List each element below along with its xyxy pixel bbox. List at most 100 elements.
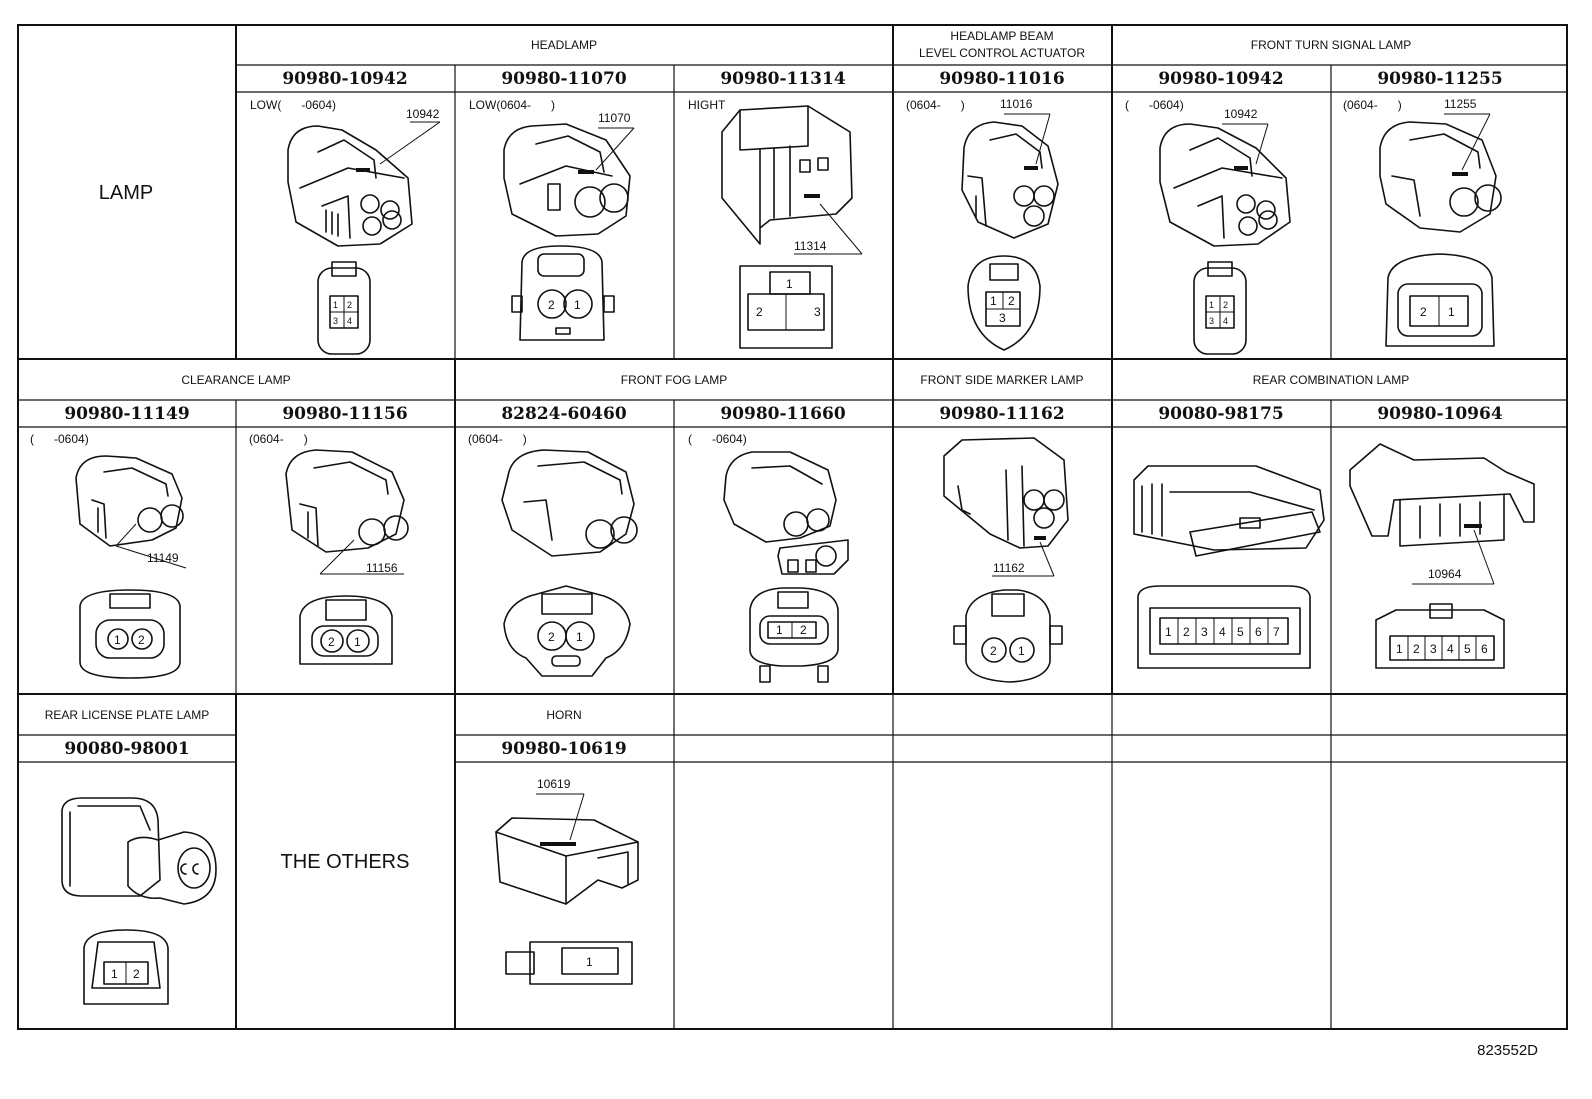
reference-code: 823552D	[1477, 1042, 1538, 1059]
pin-label: 1	[990, 294, 997, 308]
pin-label: 1	[111, 967, 118, 981]
pin-label: 1	[333, 300, 338, 310]
pin-label: 2	[1183, 625, 1190, 639]
variant-note: ( -0604)	[688, 432, 747, 446]
connector-drawing: 1 2	[75, 455, 187, 679]
connector-drawing: 1 2 3	[721, 105, 863, 349]
category-front-turn: FRONT TURN SIGNAL LAMP	[1251, 38, 1411, 52]
pin-label: 2	[1223, 300, 1228, 310]
pin-label: 2	[347, 300, 352, 310]
variant-note: LOW(0604- )	[469, 98, 555, 112]
pin-label: 1	[1396, 642, 1403, 656]
pin-label: 2	[1420, 305, 1427, 319]
part-number: 90980-11255	[1377, 69, 1502, 89]
callout-label: 10942	[1224, 107, 1258, 121]
pin-label: 2	[133, 967, 140, 981]
part-number: 90980-11314	[720, 69, 846, 89]
pin-label: 1	[576, 630, 583, 644]
category-side-marker: FRONT SIDE MARKER LAMP	[920, 373, 1083, 387]
pin-label: 2	[1008, 294, 1015, 308]
pin-label: 2	[990, 644, 997, 658]
pin-label: 7	[1273, 625, 1280, 639]
category-headlamp: HEADLAMP	[531, 38, 597, 52]
pin-label: 3	[1430, 642, 1437, 656]
pin-label: 1	[114, 633, 121, 647]
pin-label: 3	[333, 316, 338, 326]
callout-label: 11255	[1444, 97, 1477, 111]
connector-drawing: 2 1	[285, 449, 409, 665]
callout-label: 11149	[147, 551, 179, 565]
variant-note: (0604- )	[468, 432, 527, 446]
variant-note: (0604- )	[1343, 98, 1402, 112]
callout-label: 10942	[406, 107, 440, 121]
connector-drawing: 1 2 3 4 5 6 7	[1133, 465, 1325, 669]
connector-drawing: 2 1	[501, 449, 638, 677]
connector-drawing: 1 2	[61, 797, 217, 1005]
callout-label: 11070	[598, 111, 631, 125]
pin-label: 2	[756, 305, 763, 319]
category-clearance: CLEARANCE LAMP	[181, 373, 290, 387]
category-horn: HORN	[546, 708, 581, 722]
pin-label: 4	[1223, 316, 1228, 326]
pin-label: 4	[347, 316, 352, 326]
connector-drawing: 1 2 3	[961, 113, 1059, 351]
part-number: 90980-11162	[939, 404, 1064, 424]
pin-label: 3	[814, 305, 821, 319]
connector-drawing: 1 2 3 4 5 6	[1349, 443, 1535, 669]
connector-drawing: 2 1	[1379, 113, 1502, 347]
pin-label: 4	[1447, 642, 1454, 656]
variant-note: HIGHT	[688, 98, 726, 112]
pin-label: 6	[1481, 642, 1488, 656]
part-number: 90980-10942	[1158, 69, 1283, 89]
part-number: 90980-11156	[282, 404, 407, 424]
category-rear-combo: REAR COMBINATION LAMP	[1253, 373, 1409, 387]
pin-label: 2	[800, 623, 807, 637]
pin-label: 5	[1237, 625, 1244, 639]
callout-label: 10964	[1428, 567, 1462, 581]
callout-label: 11016	[1000, 97, 1033, 111]
pin-label: 6	[1255, 625, 1262, 639]
pin-label: 4	[1219, 625, 1226, 639]
pin-label: 1	[574, 298, 581, 312]
pin-label: 1	[1209, 300, 1214, 310]
connector-drawing: 2 1	[503, 123, 635, 341]
pin-label: 1	[1448, 305, 1455, 319]
category-rear-license: REAR LICENSE PLATE LAMP	[45, 708, 210, 722]
pin-label: 1	[586, 955, 593, 969]
callout-label: 11162	[993, 561, 1025, 575]
variant-note: (0604- )	[906, 98, 965, 112]
connector-drawing: 2 1	[943, 437, 1069, 683]
connector-drawing: 1 2 3 4	[287, 121, 441, 355]
category-beam-line1: HEADLAMP BEAM	[950, 29, 1053, 43]
pin-label: 3	[999, 311, 1006, 325]
part-number: 90980-10619	[501, 739, 626, 759]
table-grid	[17, 24, 1568, 1030]
section-others-label: THE OTHERS	[281, 851, 410, 873]
pin-label: 3	[1201, 625, 1208, 639]
pin-label: 1	[354, 635, 361, 649]
variant-note: ( -0604)	[30, 432, 89, 446]
part-number: 82824-60460	[501, 404, 627, 424]
pin-label: 2	[548, 630, 555, 644]
pin-label: 2	[548, 298, 555, 312]
section-lamp-label: LAMP	[99, 182, 153, 204]
category-front-fog: FRONT FOG LAMP	[621, 373, 727, 387]
callout-label: 11314	[794, 239, 827, 253]
pin-label: 1	[1165, 625, 1172, 639]
callout-label: 10619	[537, 777, 571, 791]
part-number: 90980-10942	[282, 69, 407, 89]
part-number: 90980-11016	[939, 69, 1064, 89]
pin-label: 2	[138, 633, 145, 647]
connector-drawing: 1 2	[723, 451, 849, 683]
pin-label: 1	[786, 277, 793, 291]
pin-label: 1	[1018, 644, 1025, 658]
category-beam-line2: LEVEL CONTROL ACTUATOR	[919, 46, 1085, 60]
connector-drawing: 1	[495, 793, 639, 985]
part-number: 90980-11070	[501, 69, 627, 89]
variant-note: LOW( -0604)	[250, 98, 336, 112]
callout-label: 11156	[366, 561, 398, 575]
part-number: 90980-11660	[720, 404, 846, 424]
connector-drawing: 1 2 3 4	[1159, 123, 1291, 355]
part-number: 90980-11149	[64, 404, 189, 424]
